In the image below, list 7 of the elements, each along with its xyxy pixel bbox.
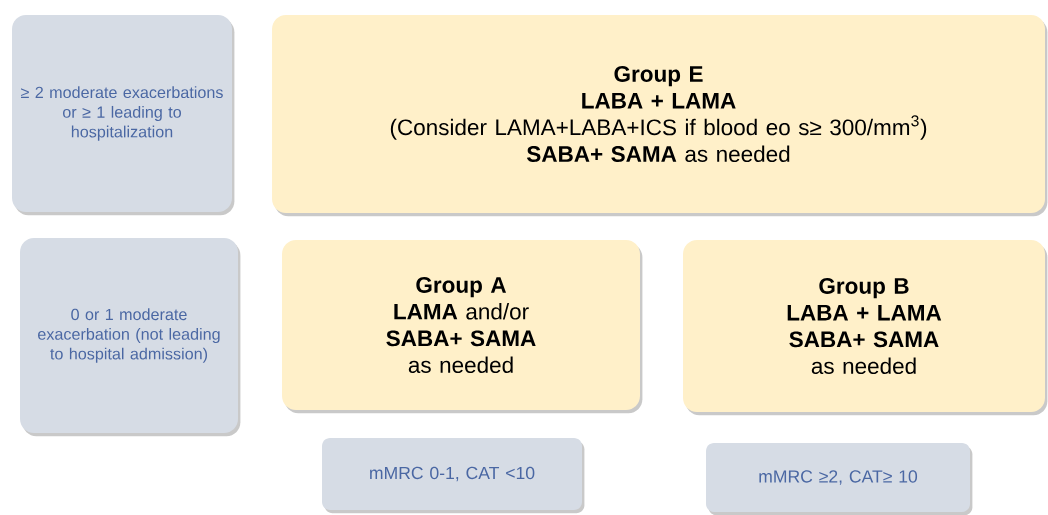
criterion-box: 0 or 1 moderate exacerbation (not leading to hospital admission) xyxy=(20,238,241,437)
treatment-box: Group B LABA + LAMA SABA+ SAMA as needed xyxy=(683,240,1048,416)
treatment-box: Group A LAMA and/or SABA+ SAMA as needed xyxy=(282,240,643,414)
symptom-box: mMRC 0-1, CAT <10 xyxy=(322,438,585,514)
treatment-box: Group E LABA + LAMA (Consider LAMA+LABA+ICS if blood eo s≥ 300/mm$^{3}$) SABA+ SAMA as needed xyxy=(272,15,1048,217)
symptom-box: mMRC ≥2, CAT≥ 10 xyxy=(706,442,973,515)
criterion-box: ≥ 2 moderate exacerbations or ≥ 1 leading to hospitalization xyxy=(12,14,235,216)
